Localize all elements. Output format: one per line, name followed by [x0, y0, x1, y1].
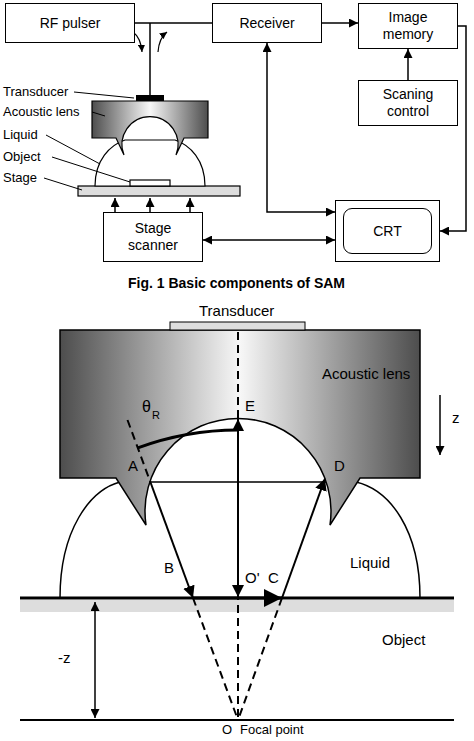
signal-connector	[322, 22, 358, 24]
leader-line	[74, 92, 134, 98]
process-box: Receiver	[212, 3, 322, 43]
process-box: Scaning control	[358, 80, 458, 126]
ray-extension	[238, 598, 282, 720]
box-label: Stage scanner	[110, 220, 196, 254]
symbol-label: E	[245, 398, 255, 415]
symbol-label: O	[222, 723, 232, 737]
part-label: Focal point	[240, 723, 304, 737]
symbol-label: θ	[142, 398, 151, 416]
liquid-drop	[95, 140, 205, 186]
stage-plate	[78, 186, 240, 196]
box-label: Image memory	[365, 9, 451, 43]
drive-arrow	[189, 198, 191, 212]
box-label: Receiver	[239, 15, 294, 32]
leader-line	[52, 157, 130, 182]
leader-line	[92, 112, 105, 116]
depth-arrow	[94, 602, 96, 718]
box-label: Scaning control	[365, 86, 451, 120]
normal-ray	[237, 419, 239, 597]
leader-line	[44, 178, 82, 190]
signal-connector	[267, 43, 335, 212]
z-arrow	[439, 395, 441, 455]
figure-caption: Fig. 1 Basic components of SAM	[128, 276, 345, 291]
box-label: CRT	[373, 223, 402, 240]
signal-connector	[135, 22, 212, 24]
symbol-label: C	[268, 570, 279, 587]
box-label: RF pulser	[40, 15, 101, 32]
liquid-drop	[60, 482, 420, 598]
part-label: Transducer	[199, 303, 274, 320]
ray-extension	[128, 420, 151, 481]
process-box: Image memory	[358, 3, 458, 49]
process-box: RF pulser	[5, 3, 135, 43]
part-label: Liquid	[350, 555, 390, 572]
part-label: Stage	[3, 171, 37, 185]
leaky-ray	[282, 479, 325, 599]
symbol-label: R	[152, 409, 160, 421]
part-label: Object	[382, 632, 425, 649]
signal-connector	[203, 239, 335, 241]
drive-arrow	[114, 198, 116, 212]
angle-arc	[138, 430, 238, 448]
ray-extension	[193, 598, 238, 720]
part-label: Object	[3, 150, 41, 164]
symbol-label: B	[164, 560, 174, 577]
signal-connector	[440, 26, 466, 231]
process-box: Stage scanner	[103, 212, 203, 262]
symbol-label: O'	[245, 570, 260, 587]
symbol-label: A	[128, 458, 138, 475]
feed-wire	[149, 23, 151, 95]
focal-plane	[20, 719, 454, 721]
drive-arrow	[149, 198, 151, 212]
symbol-label: D	[334, 458, 345, 475]
axis-line	[237, 332, 239, 720]
echo-arrow	[158, 32, 167, 52]
signal-connector	[407, 49, 409, 80]
part-label: Liquid	[3, 128, 38, 142]
transducer-plate	[136, 95, 164, 101]
monitor-box: CRT	[335, 200, 440, 262]
transducer-plate	[170, 322, 305, 330]
acoustic-lens	[92, 101, 208, 155]
incident-ray	[150, 481, 193, 598]
acoustic-lens	[60, 330, 420, 525]
object-sample	[130, 180, 170, 186]
leader-line	[46, 135, 100, 164]
part-label: Acoustic lens	[322, 366, 410, 383]
symbol-label: -z	[58, 650, 71, 667]
symbol-label: z	[452, 410, 460, 427]
part-label: Transducer	[3, 85, 68, 99]
part-label: Acoustic lens	[3, 105, 80, 119]
